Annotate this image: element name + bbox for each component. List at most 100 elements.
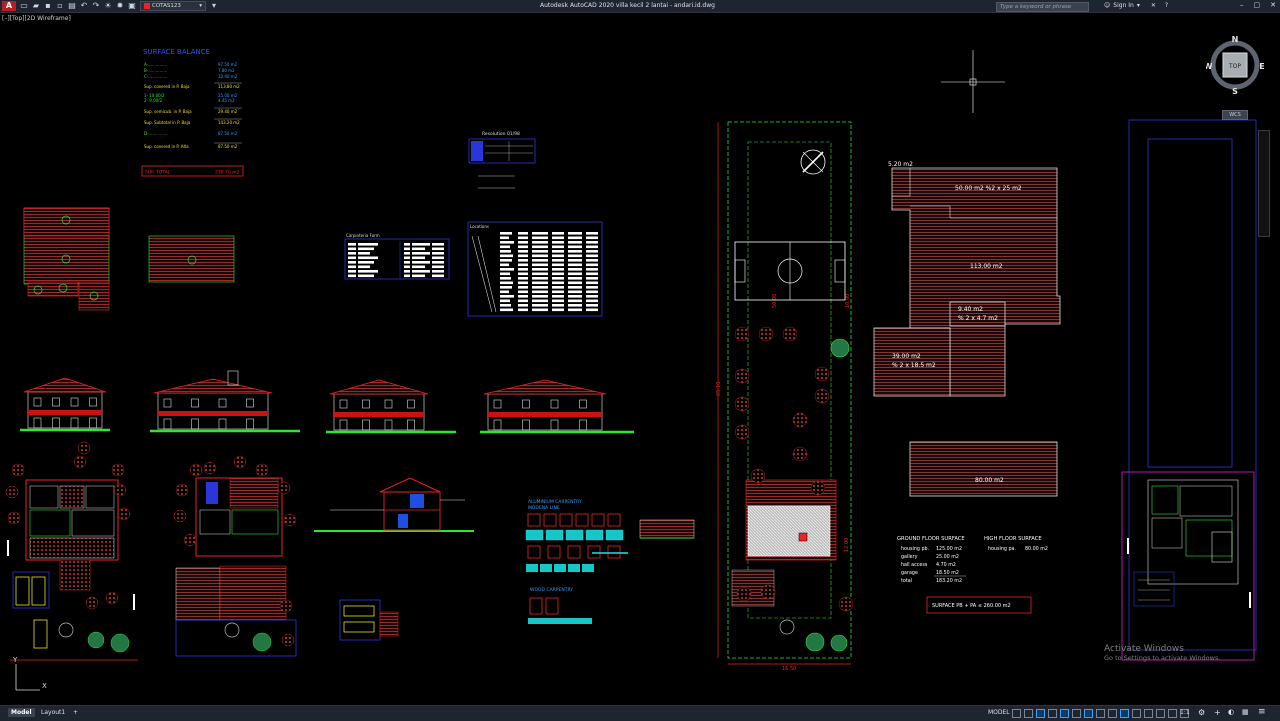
minimize-icon[interactable]: – (1240, 1, 1244, 9)
annotation-visibility-icon[interactable] (1132, 709, 1141, 718)
layer-color-swatch (144, 3, 150, 9)
tree-symbol (792, 446, 808, 462)
tree-symbol (281, 633, 295, 647)
annotation-scale-dropdown[interactable]: 1:1 (1180, 709, 1190, 716)
close-icon[interactable]: ✕ (1270, 1, 1276, 9)
help-icon[interactable]: ? (1164, 2, 1169, 9)
compass-south[interactable]: S (1232, 87, 1238, 94)
window (407, 399, 415, 409)
maximize-icon[interactable]: ▢ (1253, 1, 1261, 9)
object-snap-tracking-icon[interactable] (1072, 709, 1081, 718)
total-value: 230.70 m2 (215, 170, 240, 176)
new-file-icon[interactable]: ▭ (20, 1, 28, 10)
selection-cycling-icon[interactable] (1120, 709, 1129, 718)
layer-dropdown[interactable]: COTAS123 ▾ (140, 1, 206, 11)
viewcube[interactable]: TOP N S E W (1206, 36, 1264, 94)
wcs-menu-button[interactable]: WCS (1222, 110, 1248, 120)
table-cell (404, 270, 410, 273)
customization-menu-icon[interactable]: ≡ (1258, 707, 1266, 717)
table-cell (404, 252, 410, 255)
table-cell (518, 241, 528, 244)
table-cell (586, 281, 598, 285)
tree-symbol (283, 513, 297, 527)
open-folder-icon[interactable]: ▰ (32, 1, 40, 10)
locations-table: Locations (467, 221, 603, 317)
layer-lock-icon[interactable]: ▣ (128, 1, 136, 10)
roof (483, 379, 607, 395)
redo-icon[interactable]: ↷ (92, 1, 100, 10)
table-cell (586, 299, 598, 303)
window (89, 397, 97, 407)
window (339, 419, 348, 431)
table-cell (500, 286, 512, 289)
tree-symbol (7, 511, 21, 525)
area-label-1: 5.20 m2 (888, 161, 913, 168)
plot-icon[interactable]: ▤ (68, 1, 76, 10)
eave-band (158, 411, 268, 416)
viewcube-top-face[interactable] (1222, 52, 1248, 78)
save-as-icon[interactable]: ▫ (57, 1, 63, 10)
table-cell (532, 286, 548, 289)
object-snap-icon[interactable] (1084, 709, 1093, 718)
tree-symbol (183, 533, 197, 547)
gear-icon[interactable]: ⚙ (1198, 708, 1206, 717)
high-floor-title: HIGH FLOOR SURFACE (984, 536, 1042, 542)
tree-symbol (750, 468, 766, 484)
table-cell (358, 261, 374, 264)
ground-floor-plan (7, 479, 138, 661)
window (52, 417, 60, 429)
undo-icon[interactable]: ↶ (80, 1, 88, 10)
annotation-monitor-icon[interactable] (1168, 709, 1177, 718)
navigation-bar[interactable] (1258, 130, 1270, 237)
workspace-icon[interactable] (1156, 709, 1165, 718)
compass-east[interactable]: E (1259, 62, 1264, 71)
surface-row-value: 18.50 m2 (936, 570, 959, 576)
surface-row-value: 29.40 m2 (218, 109, 238, 114)
window-section (565, 529, 584, 541)
carpentry-form-label: Carpinteria Form (346, 233, 380, 238)
sign-in-button[interactable]: ☺ Sign In ▾ ✕ ? (1104, 2, 1168, 9)
window (33, 417, 42, 429)
snap-icon[interactable] (1024, 709, 1033, 718)
tab-layout1[interactable]: Layout1 (41, 709, 66, 716)
exchange-icon[interactable]: ✕ (1150, 2, 1156, 9)
compass-north[interactable]: N (1232, 36, 1239, 44)
roof (23, 377, 107, 393)
window (33, 397, 42, 407)
window-section (568, 564, 580, 572)
tree-symbol (5, 485, 19, 499)
polar-icon[interactable] (1048, 709, 1057, 718)
annotation-scale-icon[interactable] (1144, 709, 1153, 718)
tab-model[interactable]: Model (8, 708, 35, 717)
isolate-objects-icon[interactable]: ◐ (1228, 708, 1235, 716)
save-icon[interactable]: ▪ (45, 1, 51, 10)
surface-row-label: housing pb. (901, 546, 929, 552)
add-layout-icon[interactable]: + (73, 709, 79, 716)
ortho-icon[interactable] (1036, 709, 1045, 718)
table-cell (404, 274, 410, 278)
transparency-icon[interactable] (1108, 709, 1117, 718)
units-icon[interactable] (1180, 709, 1189, 718)
table-cell (500, 281, 513, 285)
lineweight-icon[interactable] (1096, 709, 1105, 718)
layer-freeze-icon[interactable]: ✹ (116, 1, 124, 10)
chevron-down-icon[interactable]: ▾ (211, 1, 216, 10)
layer-bulb-icon[interactable]: ☀ (104, 1, 112, 10)
isodraft-icon[interactable] (1060, 709, 1069, 718)
table-cell (432, 247, 444, 251)
search-input[interactable]: Type a keyword or phrase (996, 2, 1089, 12)
drawing-canvas[interactable]: SURFACE BALANCE A-...............97.50 m… (0, 13, 1280, 705)
grid-icon[interactable] (1012, 709, 1021, 718)
compass-west[interactable]: W (1206, 62, 1213, 71)
hardware-acceleration-icon[interactable]: ▦ (1242, 708, 1249, 716)
plus-icon[interactable]: + (1214, 708, 1221, 717)
area-label-4a: 9.40 m2 (958, 306, 983, 313)
viewport-controls-label[interactable]: [–][Top][2D Wireframe] (2, 15, 71, 22)
table-cell (500, 263, 509, 267)
table-cell (432, 274, 444, 278)
autocad-logo-button[interactable]: A (2, 1, 16, 11)
model-space-button[interactable]: MODEL (988, 709, 1010, 716)
surface-row-value: 87.50 m2 (218, 131, 238, 136)
total-box (141, 165, 244, 177)
window (384, 399, 393, 409)
